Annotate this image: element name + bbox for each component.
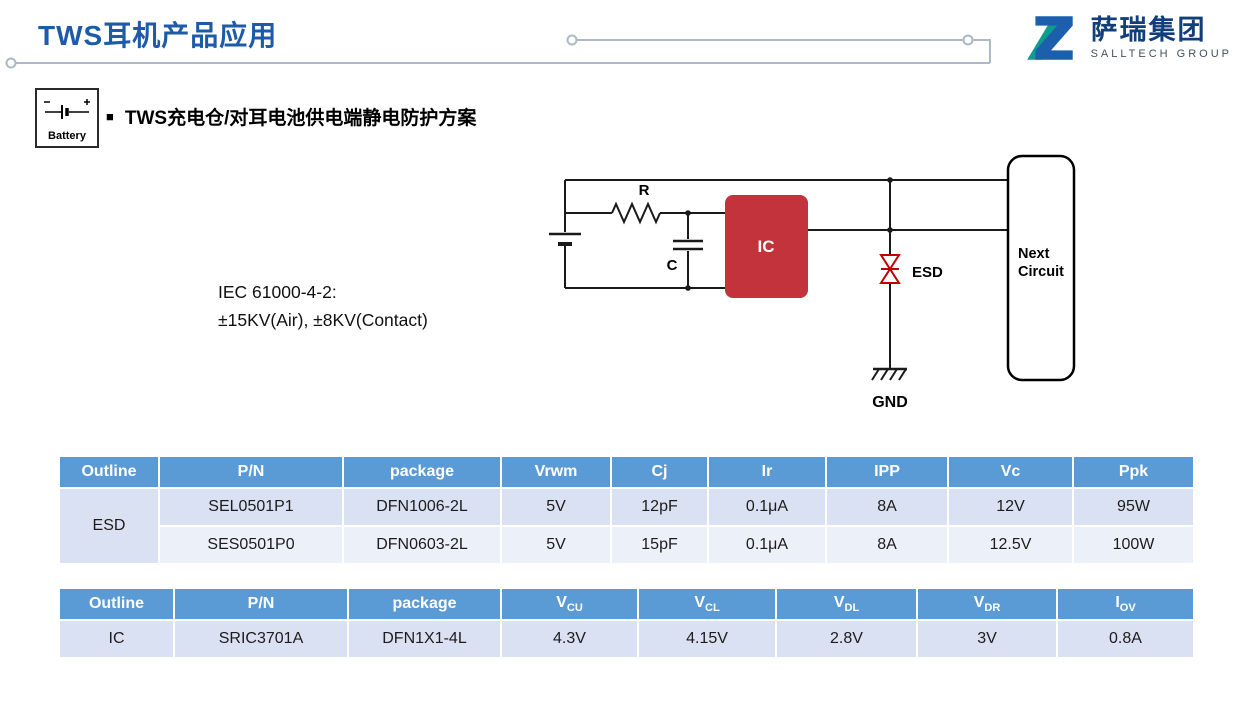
iec-line2: ±15KV(Air), ±8KV(Contact) [218, 310, 428, 330]
table-cell: 8A [825, 487, 949, 527]
table-cell: 12.5V [947, 525, 1074, 565]
esd-col-package: package [342, 455, 502, 489]
vdr-base: V [973, 593, 985, 611]
table-cell: 5V [500, 487, 612, 527]
vcu-sub: CU [566, 602, 583, 615]
table-cell: 12pF [610, 487, 709, 527]
table-cell: 2.8V [775, 619, 918, 659]
esd-col-outline: Outline [58, 455, 160, 489]
table-cell: 4.15V [637, 619, 777, 659]
ic-col-outline: Outline [58, 587, 175, 621]
table-cell: DFN1006-2L [342, 487, 502, 527]
table-cell: 3V [916, 619, 1058, 659]
esd-col-ipp: IPP [825, 455, 949, 489]
table-row: ESD SEL0501P1 DFN1006-2L 5V 12pF 0.1μA 8… [58, 487, 1195, 565]
table-cell: 12V [947, 487, 1074, 527]
ic-block-label: IC [758, 237, 775, 256]
table-cell: DFN1X1-4L [347, 619, 502, 659]
circuit-diagram: IC Next Circuit R C ESD GND [549, 154, 1076, 411]
vcl-sub: CL [705, 602, 720, 615]
vcl-base: V [694, 593, 705, 611]
vdr-sub: DR [984, 602, 1001, 615]
ic-header-row: Outline P/N package VCU VCL VDL VDR IOV [58, 587, 1195, 621]
iov-base: I [1115, 593, 1120, 611]
battery-icon [44, 99, 90, 119]
ic-col-vdl: VDL [775, 587, 918, 621]
esd-outline-cell: ESD [58, 487, 160, 565]
square-bullet-icon: ■ [106, 109, 114, 124]
ic-block [725, 195, 808, 298]
battery-badge: Battery [35, 88, 99, 148]
table-cell: 5V [500, 525, 612, 565]
table-row: SES0501P0 DFN0603-2L 5V 15pF 0.1μA 8A 12… [59, 525, 1195, 565]
esd-col-vrwm: Vrwm [500, 455, 612, 489]
section-heading: ■ TWS充电仓/对耳电池供电端静电防护方案 [106, 103, 476, 130]
esd-col-pn: P/N [158, 455, 344, 489]
vcu-base: V [556, 593, 567, 611]
capacitor-label: C [667, 257, 678, 274]
table-cell: SRIC3701A [173, 619, 349, 659]
ic-col-vcl: VCL [637, 587, 777, 621]
gnd-symbol [871, 367, 907, 381]
logo-name-en: SALLTECH GROUP [1090, 47, 1232, 60]
esd-diode-icon [879, 254, 901, 284]
resistor-label: R [639, 182, 650, 199]
page-title: TWS耳机产品应用 [38, 20, 278, 51]
iov-sub: OV [1119, 602, 1136, 615]
table-cell: 8A [825, 525, 949, 565]
ic-col-pn: P/N [173, 587, 349, 621]
circuit-wires [564, 179, 1008, 369]
ic-outline-cell: IC [58, 619, 175, 659]
table-cell: 4.3V [500, 619, 639, 659]
deco-circle-right [962, 34, 974, 46]
salltech-logo-icon [1026, 16, 1073, 60]
table-cell: 0.8A [1056, 619, 1195, 659]
battery-symbol [549, 232, 581, 246]
esd-col-vc: Vc [947, 455, 1074, 489]
section-heading-text: TWS充电仓/对耳电池供电端静电防护方案 [124, 108, 477, 129]
iec-line1: IEC 61000-4-2: [218, 282, 337, 302]
esd-col-ppk: Ppk [1072, 455, 1195, 489]
ic-col-package: package [347, 587, 502, 621]
vdl-sub: DL [844, 602, 860, 615]
ic-spec-table: Outline P/N package VCU VCL VDL VDR IOV … [58, 587, 1195, 659]
logo-name-cn: 萨瑞集团 [1090, 15, 1207, 46]
esd-label: ESD [912, 264, 943, 281]
ic-col-vdr: VDR [916, 587, 1058, 621]
capacitor-symbol [673, 239, 703, 251]
esd-spec-table: Outline P/N package Vrwm Cj Ir IPP Vc Pp… [58, 455, 1195, 565]
logo-text: 萨瑞集团 SALLTECH GROUP [1090, 15, 1232, 60]
esd-header-row: Outline P/N package Vrwm Cj Ir IPP Vc Pp… [58, 455, 1195, 489]
table-cell: 15pF [610, 525, 709, 565]
junction-dots [685, 177, 893, 291]
table-cell: 100W [1072, 525, 1195, 565]
deco-circle-left [5, 57, 17, 69]
table-cell: SES0501P0 [158, 525, 344, 565]
ic-col-iov: IOV [1056, 587, 1195, 621]
table-cell: 0.1μA [707, 525, 827, 565]
next-circuit-label-1: Next [1018, 246, 1050, 262]
esd-col-ir: Ir [707, 455, 827, 489]
gnd-label: GND [872, 394, 908, 411]
table-row: IC SRIC3701A DFN1X1-4L 4.3V 4.15V 2.8V 3… [58, 619, 1195, 659]
table-cell: 95W [1072, 487, 1195, 527]
table-cell: SEL0501P1 [158, 487, 344, 527]
ic-col-vcu: VCU [500, 587, 639, 621]
vdl-base: V [833, 593, 845, 611]
deco-circle-mid [566, 34, 578, 46]
table-cell: DFN0603-2L [342, 525, 502, 565]
table-cell: 0.1μA [707, 487, 827, 527]
company-logo: 萨瑞集团 SALLTECH GROUP [1023, 12, 1232, 64]
next-circuit-block [1006, 154, 1076, 382]
esd-col-cj: Cj [610, 455, 709, 489]
iec-note: IEC 61000-4-2: ±15KV(Air), ±8KV(Contact) [218, 278, 428, 334]
battery-badge-label: Battery [48, 130, 86, 142]
next-circuit-label-2: Circuit [1018, 264, 1064, 280]
